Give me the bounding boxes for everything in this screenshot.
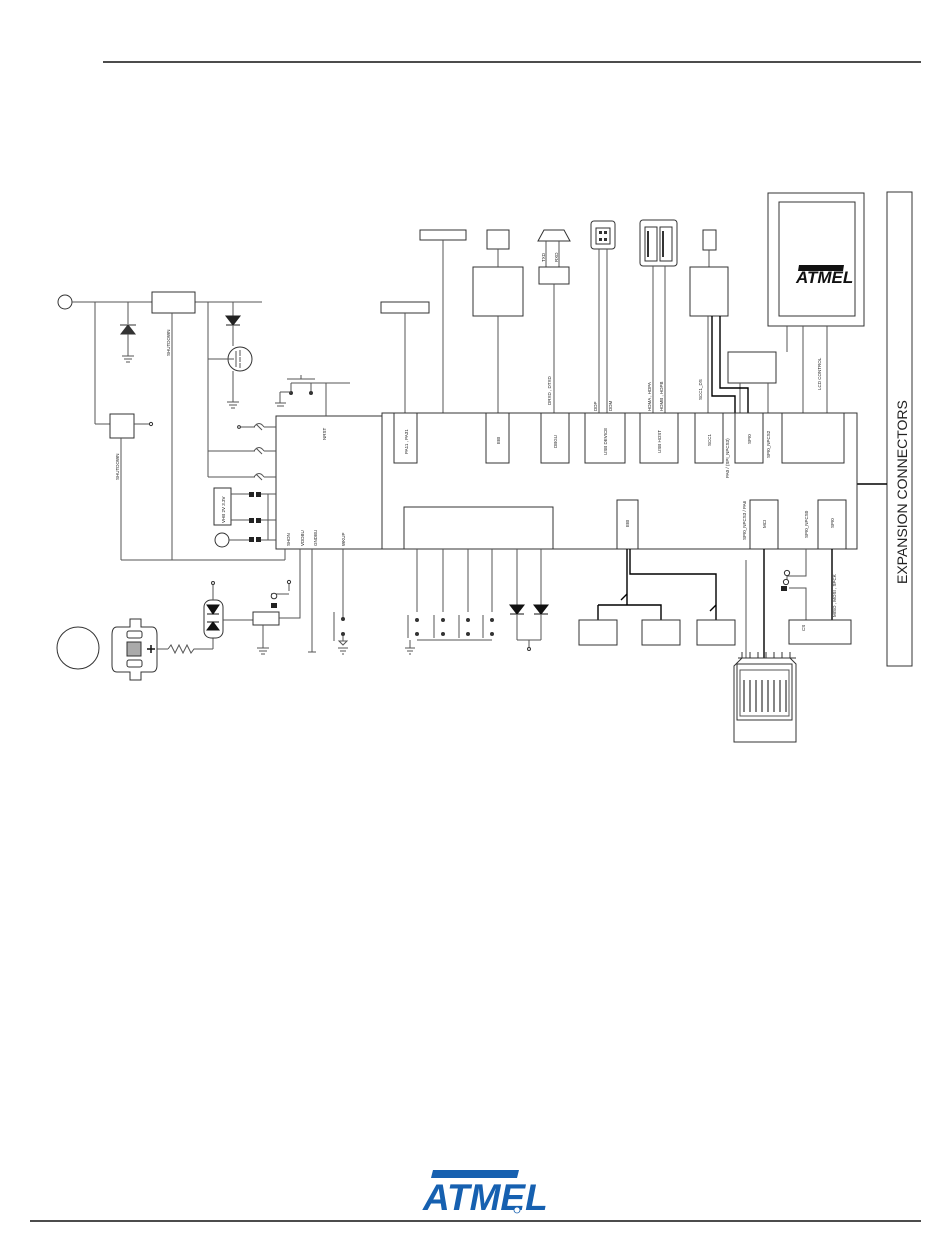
lcd-control-label: LCD CONTROL bbox=[817, 357, 822, 390]
spi0-npcs2-label: SPI0_NPCS2 bbox=[766, 430, 771, 458]
mcu-inner-box bbox=[403, 506, 554, 550]
usb-device-port bbox=[584, 412, 626, 464]
reset-button-icon bbox=[287, 375, 315, 380]
ebi-top-port-label: EBI bbox=[496, 437, 501, 444]
wakeup-button-icon bbox=[333, 612, 344, 641]
miso-label: MISO , MOSI , SPCK bbox=[832, 574, 837, 617]
mci-port bbox=[749, 499, 779, 550]
scc1-port-label: SCC1 bbox=[707, 433, 712, 446]
shdn-label: SHDN bbox=[286, 533, 291, 546]
power-input-terminal bbox=[57, 294, 73, 310]
voltage-select-label: VHB 2V 3.3V bbox=[221, 496, 226, 523]
dbgu-port-label: DBGU bbox=[553, 435, 558, 448]
mci-port-label: MCI bbox=[762, 520, 767, 528]
memory-2 bbox=[641, 619, 681, 646]
pa-port-box bbox=[393, 412, 418, 464]
lcd-atmel-logo: ATMEL bbox=[795, 265, 853, 287]
coin-cell-icon bbox=[56, 626, 100, 670]
dbgu-port bbox=[540, 412, 570, 464]
shutdown-top-label: SHUTDOWN bbox=[166, 330, 171, 357]
voltage-select-box bbox=[213, 487, 232, 526]
spi0-top-port bbox=[734, 412, 764, 464]
db9-connector-icon bbox=[537, 229, 571, 242]
spi-jumper-icon bbox=[781, 586, 787, 591]
rxd-label: RXD bbox=[554, 252, 559, 262]
spi0-bottom-port-label: SPI0 bbox=[830, 518, 835, 528]
dataflash-box bbox=[788, 619, 852, 645]
memory-3 bbox=[696, 619, 736, 646]
ddm-label: DDM bbox=[608, 401, 613, 411]
spi0-top-port-label: SPI0 bbox=[747, 434, 752, 444]
cs-label: CS bbox=[801, 625, 806, 631]
pa-spi-label: PA0 / (SPI_NPCS3) bbox=[725, 438, 730, 478]
sd-card-slot-icon bbox=[733, 652, 797, 743]
battery-holder-icon bbox=[111, 618, 158, 681]
ebi-top-connector bbox=[486, 229, 510, 250]
scc1-transceiver bbox=[689, 266, 729, 317]
user-leds-group bbox=[508, 549, 550, 651]
voltage-terminal bbox=[214, 532, 230, 548]
ddp-label: DDP bbox=[593, 401, 598, 411]
usb-b-connector-icon bbox=[590, 220, 616, 250]
atmel-logo: ATMEL bbox=[422, 1170, 548, 1218]
diode-pair-icon bbox=[206, 604, 220, 631]
crystal-1-icon bbox=[253, 423, 265, 431]
spi-npcs3-pa-label: SPI0_NPCS3 / PA6 bbox=[742, 500, 747, 540]
scc1-port bbox=[694, 412, 724, 464]
voltage-regulator bbox=[151, 291, 196, 314]
memory-1 bbox=[578, 619, 618, 646]
usb-device-port-label: USB DEVICE bbox=[603, 428, 608, 455]
power-led-icon bbox=[224, 315, 242, 326]
txd-label: TXD bbox=[541, 252, 546, 262]
expansion-connectors-label: EXPANSION CONNECTORS bbox=[894, 400, 910, 584]
usb-a-connector-icon bbox=[639, 219, 678, 267]
user-buttons-group bbox=[405, 549, 494, 655]
expansion-connectors-box bbox=[886, 191, 913, 667]
crystal-2-icon bbox=[253, 447, 265, 455]
ebi-top-port bbox=[485, 412, 510, 464]
nrst-label: NRST bbox=[322, 427, 327, 440]
zener-diode-icon bbox=[119, 324, 137, 335]
gndbu-label: GNDBU bbox=[313, 530, 318, 546]
pa-port-label: PA11 , PA31 bbox=[404, 429, 409, 454]
box-top-b bbox=[380, 301, 430, 314]
ebi-bottom-port-label: EBI bbox=[625, 520, 630, 527]
usb-host-port bbox=[639, 412, 679, 464]
mcu-left-block bbox=[275, 415, 383, 550]
shutdown-left-label: SHUTDOWN bbox=[115, 454, 120, 481]
scc1-top-connector bbox=[702, 229, 717, 251]
svg-text:ATMEL: ATMEL bbox=[795, 268, 853, 287]
box-top-a bbox=[419, 229, 467, 241]
svg-text:ATMEL: ATMEL bbox=[422, 1177, 548, 1218]
vddbu-label: VDDBU bbox=[300, 530, 305, 546]
lcd-screen bbox=[778, 201, 856, 317]
resistor-icon bbox=[167, 643, 213, 655]
drxd-label: DRXD , DTXD bbox=[547, 375, 552, 405]
lcd-port bbox=[781, 412, 845, 464]
backup-switch-box bbox=[252, 611, 280, 626]
hdma-label: HDMA , HDPA bbox=[647, 382, 652, 411]
scc1-ds-label: SCC1_DS bbox=[698, 379, 703, 400]
usb-host-port-label: USB HOST bbox=[657, 430, 662, 453]
dbgu-transceiver bbox=[538, 266, 570, 285]
crystal-3-icon bbox=[253, 473, 265, 481]
wkup-label: WKUP bbox=[341, 533, 346, 547]
shutdown-controller bbox=[109, 413, 135, 439]
hdmb-label: HDMB , HDPB bbox=[659, 381, 664, 411]
spi0-bottom-port bbox=[817, 499, 847, 550]
jumper-blocks-icon bbox=[249, 492, 261, 542]
lcd-driver-box bbox=[727, 351, 777, 384]
spi0-npcs0-label: SPI0_NPCS0 bbox=[804, 510, 809, 538]
backup-jumper-icon bbox=[271, 603, 277, 608]
ebi-top-box bbox=[472, 266, 524, 317]
